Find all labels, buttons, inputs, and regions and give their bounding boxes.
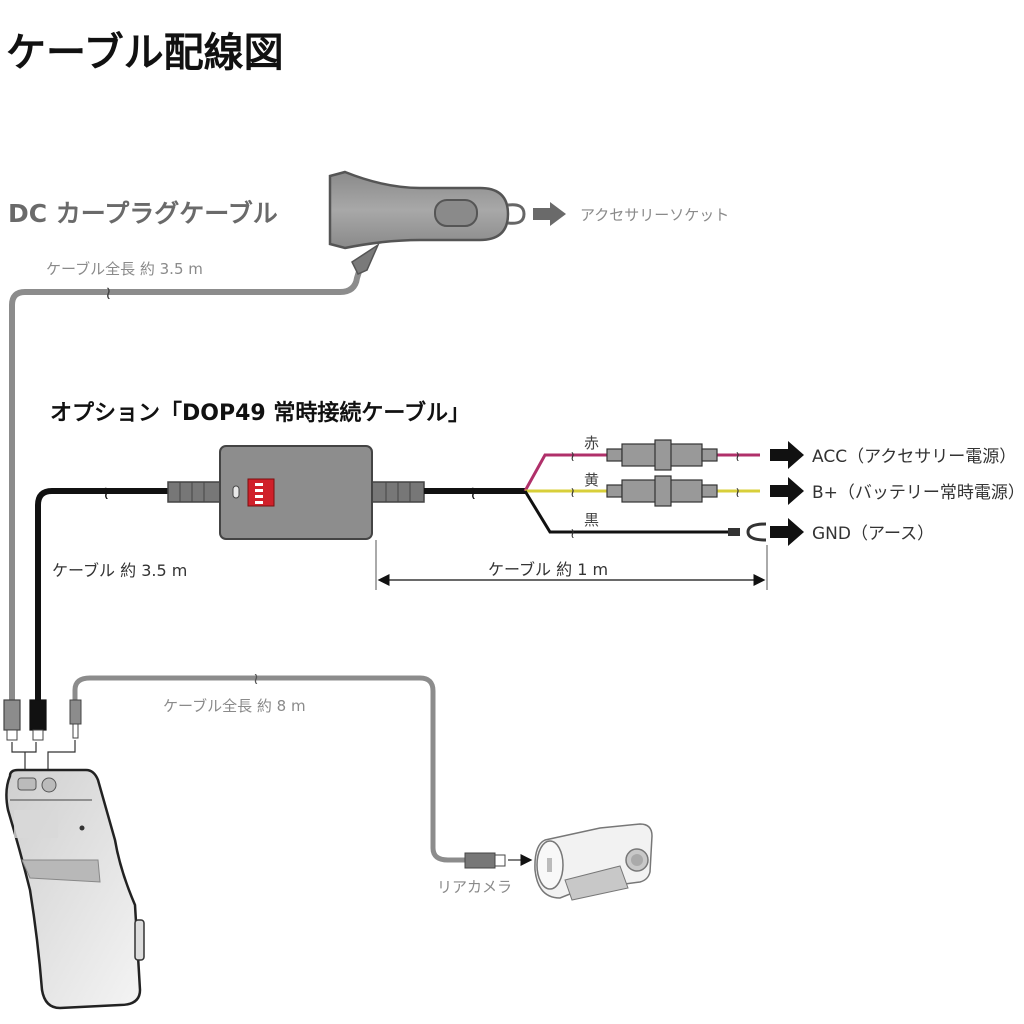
car-plug-icon — [328, 170, 526, 275]
rear-camera-cable — [72, 675, 470, 863]
lead-arrow — [42, 740, 76, 783]
control-box — [219, 445, 373, 540]
ground-terminal-icon — [728, 522, 767, 542]
break-mark-icon: ≀ — [105, 283, 112, 304]
break-mark-icon: ≀ — [253, 669, 259, 688]
fuse-holder-bplus — [606, 475, 718, 507]
dip-switch[interactable] — [247, 478, 275, 507]
rear-connector-icon — [69, 699, 82, 739]
option-branch-length-label: ケーブル 約 1 m — [488, 560, 608, 579]
dc-cable — [9, 261, 365, 700]
wire-color-label-red: 赤 — [584, 434, 599, 452]
dc-connector-icon — [3, 699, 21, 741]
strain-relief-right — [371, 481, 425, 503]
wire-color-label-black: 黒 — [584, 511, 599, 529]
rear-cable-length-label: ケーブル全長 約 8 m — [163, 697, 306, 715]
rear-camera-plug-icon — [464, 852, 533, 869]
output-label-bplus: B+（バッテリー常時電源） — [812, 483, 1024, 503]
arrow-right-icon — [770, 477, 804, 505]
option-main-length-label: ケーブル 約 3.5 m — [52, 561, 187, 580]
break-mark-icon: ≀ — [570, 449, 575, 465]
dc-plug-heading: DC カープラグケーブル — [8, 199, 278, 228]
dashcam-icon — [5, 768, 145, 1010]
dc-cable-length-label: ケーブル全長 約 3.5 m — [46, 260, 203, 278]
rear-camera-icon — [534, 823, 653, 901]
lead-line — [11, 742, 37, 753]
arrow-right-icon — [770, 518, 804, 546]
wire-black — [523, 490, 730, 534]
strain-relief-left — [167, 481, 223, 503]
page-title: ケーブル配線図 — [6, 30, 284, 76]
break-mark-icon: ≀ — [570, 526, 575, 542]
accessory-socket-label: アクセサリーソケット — [580, 206, 729, 224]
output-label-acc: ACC（アクセサリー電源） — [812, 447, 1016, 467]
break-mark-icon: ≀ — [570, 485, 575, 501]
arrow-right-icon — [770, 441, 804, 469]
wire-color-label-yellow: 黄 — [584, 471, 599, 489]
break-mark-icon: ≀ — [735, 449, 740, 465]
break-mark-icon: ≀ — [735, 485, 740, 501]
output-label-gnd: GND（アース） — [812, 524, 934, 544]
rear-camera-label: リアカメラ — [437, 878, 512, 896]
option-cable-heading: オプション「DOP49 常時接続ケーブル」 — [50, 400, 470, 426]
break-mark-icon: ≀ — [103, 483, 110, 504]
arrow-right-icon — [533, 202, 566, 226]
option-main-cable — [35, 488, 170, 700]
fuse-holder-acc — [606, 439, 718, 471]
break-mark-icon: ≀ — [470, 483, 477, 504]
option-connector-icon — [29, 699, 47, 741]
